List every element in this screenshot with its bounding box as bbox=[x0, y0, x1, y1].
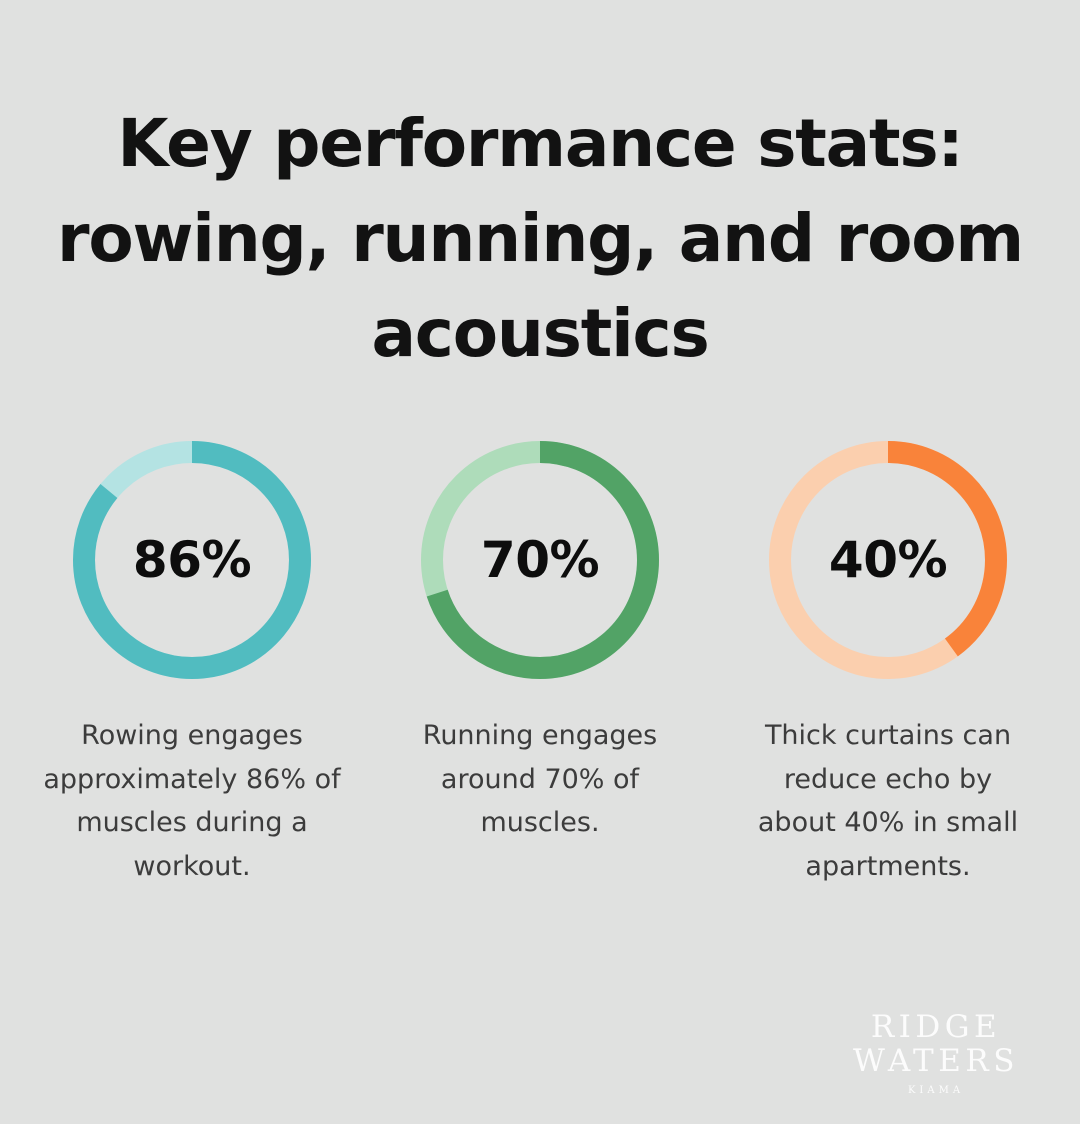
logo-line-secondary: WATERS bbox=[853, 1043, 1019, 1079]
donut-fill-running bbox=[421, 441, 659, 679]
brand-logo: RIDGE WATERS KIAMA bbox=[836, 1012, 1036, 1096]
donut-value-acoustics: 40% bbox=[828, 531, 948, 589]
stat-caption-acoustics: Thick curtains can reduce echo by about … bbox=[757, 720, 1019, 883]
donut-chart-rowing: 86% bbox=[72, 440, 312, 680]
logo-subtitle: KIAMA bbox=[907, 1085, 965, 1096]
logo-line-primary: RIDGE bbox=[870, 1009, 1002, 1045]
donut-value-running: 70% bbox=[480, 531, 600, 589]
stat-card-running: 70% Running engages around 70% of muscle… bbox=[366, 440, 714, 845]
donut-value-rowing: 86% bbox=[132, 531, 252, 589]
donut-svg-rowing bbox=[73, 441, 311, 679]
donut-fill-rowing bbox=[73, 441, 311, 679]
donut-svg-acoustics bbox=[769, 441, 1007, 679]
stat-card-acoustics: 40% Thick curtains can reduce echo by ab… bbox=[714, 440, 1062, 889]
donut-svg-running bbox=[421, 441, 659, 679]
donut-chart-acoustics: 40% bbox=[768, 440, 1008, 680]
stat-caption-running: Running engages around 70% of muscles. bbox=[422, 720, 658, 839]
stat-card-rowing: 86% Rowing engages approximately 86% of … bbox=[18, 440, 366, 889]
donut-chart-running: 70% bbox=[420, 440, 660, 680]
page-title: Key performance stats: rowing, running, … bbox=[57, 105, 1024, 373]
stats-row: 86% Rowing engages approximately 86% of … bbox=[0, 440, 1080, 889]
donut-fill-acoustics bbox=[769, 441, 1007, 679]
stat-caption-rowing: Rowing engages approximately 86% of musc… bbox=[43, 720, 341, 883]
